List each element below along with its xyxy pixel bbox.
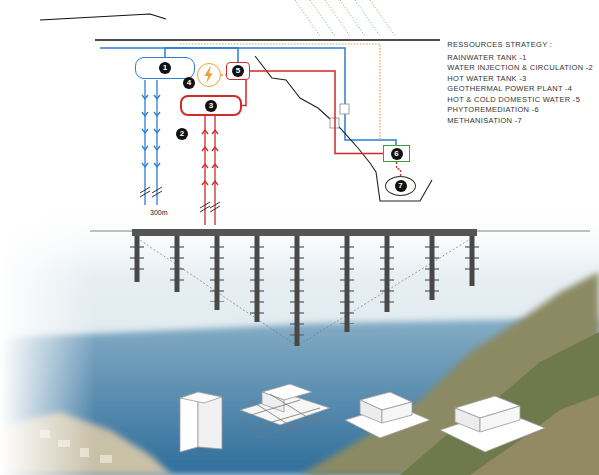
- strategy-item: GEOTHERMAL POWER PLANT -4: [447, 84, 593, 95]
- domestic-water-box: 5: [226, 62, 250, 80]
- callout-number: 7: [395, 180, 407, 192]
- phytoremediation-box: 6: [383, 145, 410, 162]
- pipe-connector: [397, 162, 401, 176]
- pipe-connector: [242, 80, 246, 106]
- pipe-connector: [250, 71, 383, 154]
- strategy-legend: RESSOURCES STRATEGY : RAINWATER TANK -1WA…: [447, 40, 593, 126]
- strategy-item: WATER INJECTION & CIRCULATION -2: [447, 63, 593, 74]
- strategy-item: HOT WATER TANK -3: [447, 74, 593, 85]
- hot-water-tank-box: 3: [180, 95, 242, 116]
- strategy-item: METHANISATION -7: [447, 116, 593, 127]
- depth-dimension: 300m: [150, 209, 168, 216]
- callout-number: 2: [176, 128, 188, 140]
- callout-number: 4: [183, 77, 195, 89]
- power-plant-circle: 4: [197, 63, 221, 87]
- callout-number: 6: [391, 148, 403, 160]
- strategy-item: PHYTOREMEDIATION -6: [447, 105, 593, 116]
- lightning-bolt: [204, 67, 212, 84]
- callout-number: 3: [205, 100, 217, 112]
- legend-title: RESSOURCES STRATEGY :: [447, 40, 593, 51]
- strategy-item: RAINWATER TANK -1: [447, 53, 593, 64]
- rainwater-tank-box: 1: [135, 57, 195, 79]
- lightning-symbol: [198, 64, 220, 86]
- callout-number: 1: [159, 62, 171, 74]
- methanisation-ellipse: 7: [385, 176, 416, 196]
- strategy-item: HOT & COLD DOMESTIC WATER -5: [447, 95, 593, 106]
- callout-number: 5: [232, 65, 244, 77]
